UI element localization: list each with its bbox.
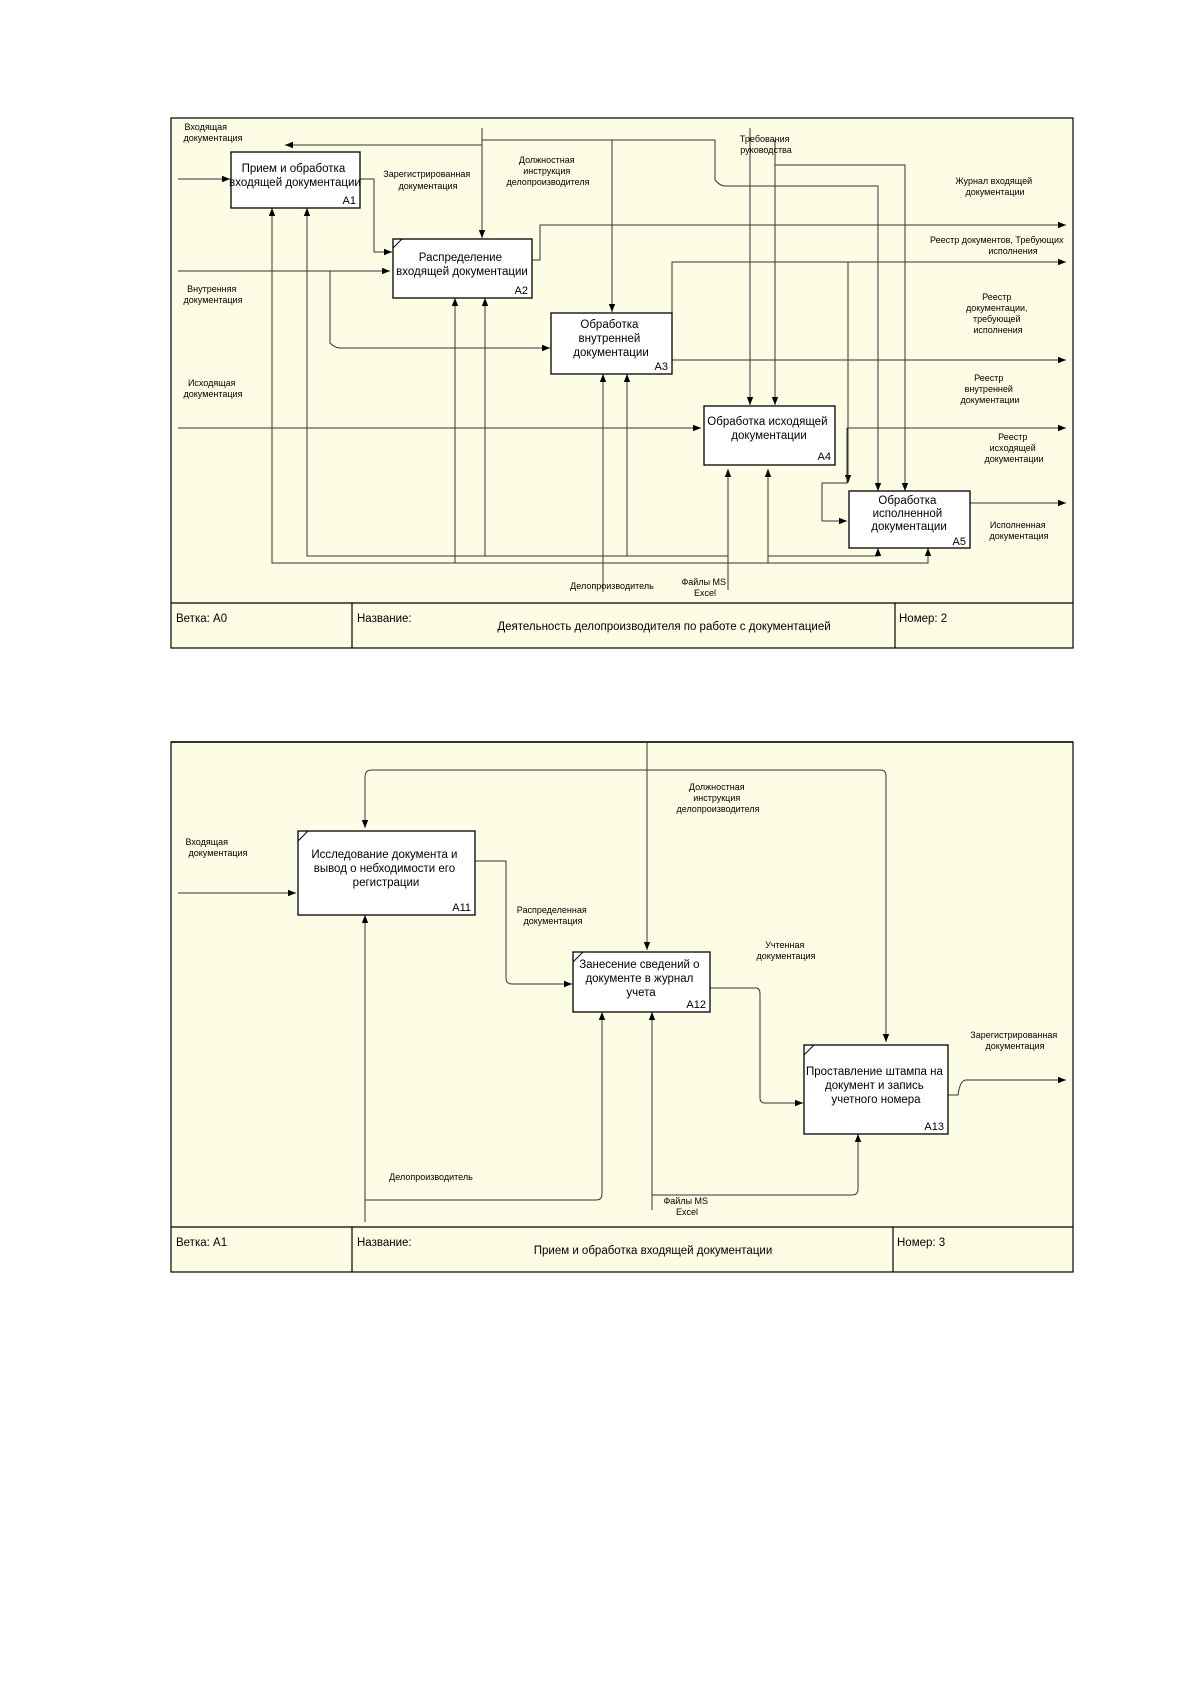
a1-label-clerk: Делопроизводитель [389, 1172, 473, 1182]
a0-label-journal: Журнал входящей документации [955, 176, 1034, 197]
flow-clerk-to-a5 [603, 548, 932, 564]
a1-box-a11[interactable]: Исследование документа и вывод о небходи… [297, 830, 476, 916]
a1-box-a12-corner [572, 951, 584, 963]
flow-a12-to-a13 [710, 987, 803, 1107]
flow-excel-to-a4b [728, 469, 772, 564]
diagram-a0: Прием и обработка входящей документации … [170, 117, 1074, 649]
a0-box-a2-number: A2 [515, 285, 528, 297]
a0-box-a5-number: A5 [953, 536, 966, 548]
diagram-a0-flows [178, 128, 1066, 592]
a0-label-requirements: Требования руководства [740, 134, 792, 155]
a1-footer-name-label: Название: [357, 1237, 412, 1249]
a0-box-a1-label: Прием и обработка входящей документации [229, 163, 361, 189]
a1-box-a12[interactable]: Занесение сведений о документе в журнал … [572, 951, 711, 1013]
a1-box-a11-corner [297, 830, 309, 842]
flow-internal-to-a3 [329, 271, 550, 352]
a1-label-instruction: Должностная инструкция делопроизводителя [677, 782, 760, 814]
a0-box-a5-label: Обработка исполненной документации [871, 495, 947, 533]
a0-label-clerk: Делопроизводитель [570, 581, 654, 591]
a1-box-a13[interactable]: Проставление штампа на документ и запись… [803, 1044, 949, 1135]
a0-box-a4[interactable]: Обработка исходящей документации A4 [703, 405, 836, 466]
diagram-a1: Исследование документа и вывод о небходи… [170, 741, 1074, 1273]
a0-box-a3[interactable]: Обработка внутренней документации A3 [550, 312, 673, 375]
a0-label-registry-req2: Реестр документации, требующей исполнени… [966, 292, 1030, 335]
flow-excel-to-a1 [303, 208, 729, 590]
flow-clerk-to-a12 [365, 1012, 606, 1201]
a0-box-a2-label: Распределение входящей документации [396, 252, 528, 278]
flow-a3-registry-out [671, 258, 1066, 330]
flow-instruction-to-a11 [361, 742, 648, 828]
a1-label-excel: Файлы MS Excel [663, 1196, 710, 1217]
a0-label-excel: Файлы MS Excel [681, 577, 728, 598]
a0-label-registry-req: Реестр документов, Требующих исполнения [930, 235, 1066, 256]
a0-box-a2-corner [392, 238, 403, 249]
a1-footer-branch: Ветка: A1 [176, 1237, 227, 1249]
flow-requirements-to-a5b [775, 164, 909, 491]
a0-footer-title: Деятельность делопроизводителя по работе… [497, 621, 830, 633]
flow-requirements-to-a5a [612, 139, 882, 491]
a1-box-a13-number: A13 [924, 1121, 944, 1133]
a0-box-a3-label: Обработка внутренней документации [573, 319, 649, 359]
a0-box-a2[interactable]: Распределение входящей документации A2 [392, 238, 533, 299]
a0-box-a4-label: Обработка исходящей документации [707, 416, 830, 442]
diagram-a0-footer: Ветка: A0 Название: Деятельность делопро… [171, 602, 1073, 648]
diagram-a1-footer: Ветка: A1 Название: Прием и обработка вх… [171, 1226, 1073, 1272]
a1-label-registered: Зарегистрированная документация [970, 1030, 1059, 1051]
a0-label-registered: Зарегистрированная документация [383, 169, 472, 191]
flow-instruction-to-a13 [647, 769, 890, 1042]
a0-footer-branch: Ветка: A0 [176, 613, 227, 625]
a0-label-incoming: Входящая документация [184, 122, 243, 143]
flow-a4-to-a5 [821, 428, 848, 525]
a0-box-a3-number: A3 [655, 361, 668, 373]
flow-excel-to-a13 [652, 1134, 862, 1196]
diagram-a1-flows [178, 742, 1066, 1222]
a0-box-a1-number: A1 [343, 195, 356, 207]
a1-box-a12-number: A12 [686, 999, 706, 1011]
a1-label-incoming: Входящая документация [185, 837, 247, 858]
a0-label-internal: Внутренняя документация [184, 284, 243, 305]
a0-box-a5[interactable]: Обработка исполненной документации A5 [848, 490, 971, 549]
a1-label-distributed: Распределенная документация [517, 905, 589, 926]
a1-box-a13-label: Проставление штампа на документ и запись… [806, 1066, 946, 1106]
a0-footer-name-label: Название: [357, 613, 412, 625]
a1-box-a12-label: Занесение сведений о документе в журнал … [579, 959, 703, 999]
a0-label-registry-internal: Реестр внутренней документации [960, 373, 1019, 405]
flow-a1-to-a2 [360, 178, 392, 256]
a0-label-instruction: Должностная инструкция делопроизводителя [507, 155, 590, 187]
a0-footer-number: Номер: 2 [899, 613, 947, 625]
a1-box-a11-label: Исследование документа и вывод о небходи… [311, 849, 460, 889]
flow-excel-to-a5 [768, 548, 882, 557]
a1-footer-number: Номер: 3 [897, 1237, 945, 1249]
flow-a11-to-a12 [475, 860, 572, 988]
a1-box-a13-corner [803, 1044, 815, 1056]
a0-label-outgoing: Исходящая документация [184, 378, 243, 399]
flow-clerk-to-a1 [268, 208, 604, 592]
a0-box-a4-number: A4 [818, 451, 831, 463]
a0-box-a1[interactable]: Прием и обработка входящей документации … [229, 151, 361, 209]
flow-a2-registry-out [532, 221, 1066, 261]
a1-label-accounted: Учтенная документация [757, 940, 816, 961]
flow-a13-out [948, 1076, 1066, 1096]
a1-box-a11-number: A11 [452, 902, 471, 914]
a0-label-executed: Исполненная документация [990, 520, 1049, 541]
a0-label-registry-outgoing: Реестр исходящей документации [984, 432, 1043, 464]
a1-footer-title: Прием и обработка входящей документации [534, 1245, 773, 1257]
